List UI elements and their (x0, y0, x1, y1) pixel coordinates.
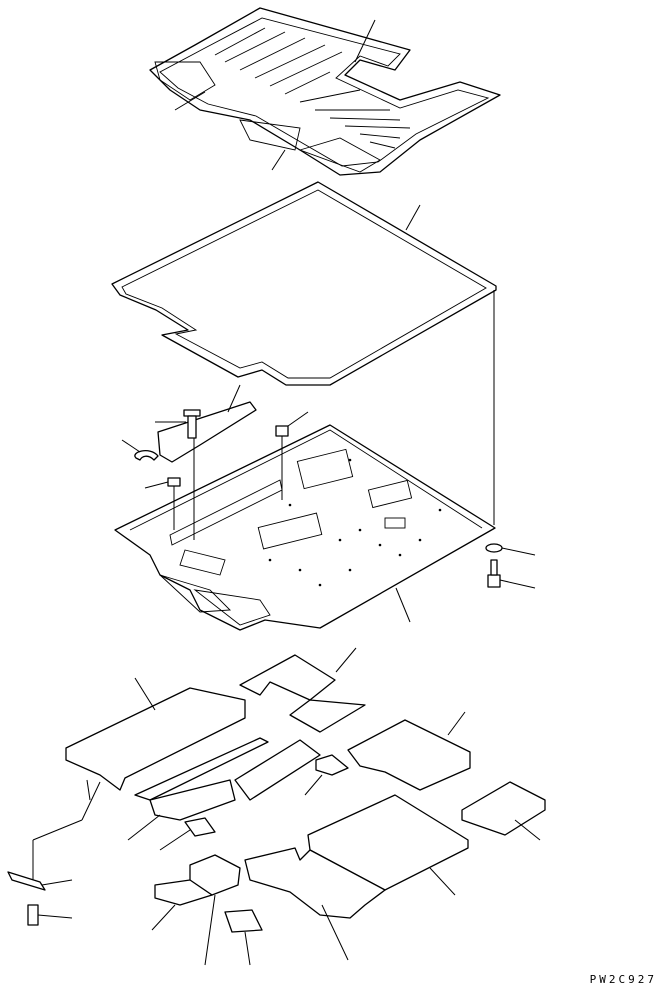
insulation-pads (7, 647, 546, 966)
floor-mat (149, 7, 501, 176)
cover-plate-and-fasteners (121, 384, 309, 540)
drawing-code: PW2C927 (589, 973, 657, 986)
floor-seal-frame (111, 181, 497, 525)
floor-plate (114, 424, 496, 631)
washer-and-bolt (485, 543, 536, 589)
